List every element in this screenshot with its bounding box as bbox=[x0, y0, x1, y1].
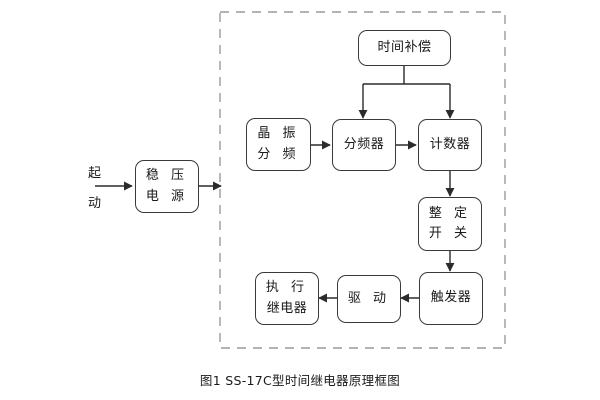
block-counter[interactable]: 计数器 bbox=[418, 119, 482, 171]
start-label-line1: 起 bbox=[88, 166, 102, 181]
start-label-line2: 动 bbox=[88, 196, 102, 211]
block-counter-line1: 计数器 bbox=[429, 136, 471, 152]
figure-caption: 图1 SS-17C型时间继电器原理框图 bbox=[199, 373, 401, 388]
block-trigger-line1: 触发器 bbox=[430, 290, 472, 306]
block-time-compensation[interactable]: 时间补偿 bbox=[358, 30, 451, 66]
block-drive[interactable]: 驱 动 bbox=[337, 275, 401, 323]
block-trigger[interactable]: 触发器 bbox=[419, 272, 483, 325]
block-setting-switch-line1: 整 定 bbox=[428, 205, 472, 221]
block-crystal-divider-line2: 分 频 bbox=[257, 146, 300, 162]
block-power-supply-line1: 稳 压 bbox=[145, 168, 189, 184]
block-output-relay[interactable]: 执 行 继电器 bbox=[255, 272, 319, 325]
block-output-relay-line2: 继电器 bbox=[266, 300, 308, 316]
block-frequency-divider-line1: 分频器 bbox=[343, 136, 385, 152]
block-setting-switch-line2: 开 关 bbox=[428, 226, 472, 241]
block-drive-line1: 驱 动 bbox=[347, 290, 391, 306]
block-crystal-divider-line1: 晶 振 bbox=[257, 126, 300, 142]
block-frequency-divider[interactable]: 分频器 bbox=[332, 119, 396, 171]
block-power-supply[interactable]: 稳 压 电 源 bbox=[135, 160, 199, 213]
dashed-enclosure bbox=[219, 11, 506, 349]
block-crystal-divider[interactable]: 晶 振 分 频 bbox=[246, 118, 311, 171]
block-time-compensation-line1: 时间补偿 bbox=[377, 39, 432, 55]
block-output-relay-line1: 执 行 bbox=[265, 280, 309, 296]
block-power-supply-line2: 电 源 bbox=[145, 188, 189, 204]
block-setting-switch[interactable]: 整 定 开 关 bbox=[418, 197, 482, 251]
